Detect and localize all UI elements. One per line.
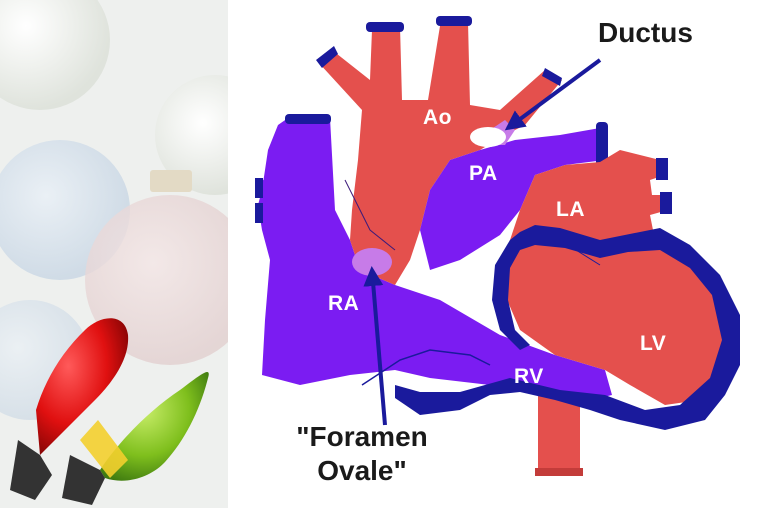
pulmonary-vein-stub (258, 180, 294, 196)
callout-foramen-ovale: "Foramen Ovale" (272, 420, 452, 488)
label-pulmonary-artery: PA (469, 162, 498, 186)
label-aorta: Ao (423, 106, 452, 130)
label-right-atrium: RA (328, 292, 359, 316)
label-left-ventricle: LV (640, 332, 666, 356)
callout-foramen-line2: Ovale" (272, 454, 452, 488)
callout-ductus: Ductus (598, 16, 693, 50)
pulmonary-vein-stub (258, 205, 294, 221)
label-left-atrium: LA (556, 198, 585, 222)
callout-foramen-line1: "Foramen (272, 420, 452, 454)
inferior-vena-cava (538, 395, 580, 475)
label-right-ventricle: RV (514, 365, 544, 389)
